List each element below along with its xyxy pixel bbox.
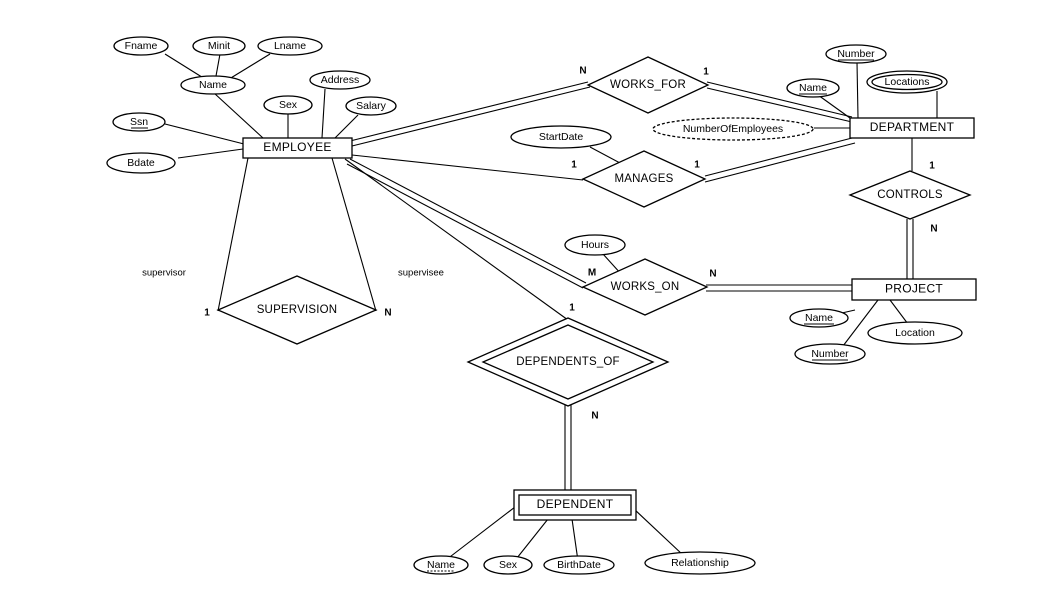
roles: supervisor supervisee — [142, 268, 444, 279]
attr-dept-name: Name — [786, 78, 840, 98]
attr-proj-name-label: Name — [805, 312, 833, 324]
attr-proj-number-label: Number — [811, 348, 849, 360]
card-controls-dept: 1 — [929, 161, 935, 172]
attr-lname-label: Lname — [274, 40, 306, 52]
entity-department: DEPARTMENT — [849, 117, 975, 139]
entity-dependent: DEPENDENT — [513, 489, 637, 521]
attr-dep-name-label: Name — [427, 559, 455, 571]
attr-proj-number: Number — [794, 343, 866, 365]
relationship-connectors — [217, 81, 914, 490]
card-works-on-proj: N — [709, 269, 716, 280]
entity-project-label: PROJECT — [885, 282, 943, 296]
attr-salary-label: Salary — [356, 100, 387, 112]
attr-num-employees: NumberOfEmployees — [652, 117, 814, 141]
rel-works-on: WORKS_ON — [581, 258, 709, 316]
attr-minit: Minit — [192, 36, 246, 56]
attr-birth-date-label: BirthDate — [557, 559, 601, 571]
attr-relationship-label: Relationship — [671, 557, 729, 569]
attr-start-date-label: StartDate — [539, 131, 584, 143]
attr-start-date: StartDate — [510, 125, 612, 149]
attr-bdate-label: Bdate — [127, 157, 155, 169]
rel-works-for: WORKS_FOR — [586, 56, 710, 114]
attr-dept-name-label: Name — [799, 82, 827, 94]
rel-controls-label: CONTROLS — [877, 189, 943, 201]
attr-lname: Lname — [257, 36, 323, 56]
card-works-for-emp: N — [579, 66, 586, 77]
attr-bdate: Bdate — [106, 152, 176, 174]
attr-locations: Locations — [866, 70, 948, 94]
card-dependents-of-emp: 1 — [569, 303, 575, 314]
attr-salary: Salary — [345, 96, 397, 116]
card-works-for-dept: 1 — [703, 67, 709, 78]
rel-works-for-label: WORKS_FOR — [610, 79, 686, 91]
attr-proj-name: Name — [789, 308, 849, 328]
attr-fname-label: Fname — [125, 40, 158, 52]
attr-locations-label: Locations — [885, 76, 930, 88]
role-supervisee: supervisee — [398, 268, 444, 279]
rel-dependents-of-label: DEPENDENTS_OF — [516, 356, 620, 368]
entity-employee-label: EMPLOYEE — [263, 140, 331, 154]
attr-dep-sex-label: Sex — [499, 559, 518, 571]
rel-controls: CONTROLS — [848, 170, 972, 220]
attr-emp-name-label: Name — [199, 79, 227, 91]
attr-ssn: Ssn — [112, 112, 166, 132]
attr-dep-sex: Sex — [483, 555, 533, 575]
rel-manages: MANAGES — [581, 150, 707, 208]
attr-hours-label: Hours — [581, 239, 609, 251]
card-controls-proj: N — [930, 224, 937, 235]
attr-minit-label: Minit — [208, 40, 230, 52]
entities: EMPLOYEE DEPARTMENT PROJECT DEPENDENT — [242, 117, 977, 521]
rel-works-on-label: WORKS_ON — [611, 281, 680, 293]
cardinalities: N 1 1 1 1 N M N 1 N 1 N — [204, 66, 937, 422]
attr-proj-location: Location — [867, 321, 963, 345]
entity-dependent-label: DEPENDENT — [537, 497, 614, 511]
attr-num-employees-label: NumberOfEmployees — [683, 123, 783, 135]
card-manages-emp: 1 — [571, 160, 577, 171]
attr-fname: Fname — [113, 36, 169, 56]
card-supervision-left: 1 — [204, 308, 210, 319]
rel-manages-label: MANAGES — [615, 173, 674, 185]
attr-sex: Sex — [263, 95, 313, 115]
attr-dep-name: Name — [413, 555, 469, 575]
attr-ssn-label: Ssn — [130, 116, 148, 128]
attributes: Fname Minit Lname Name Ssn Sex Address — [106, 36, 963, 575]
attr-emp-name: Name — [180, 75, 246, 95]
attr-dept-number: Number — [825, 44, 887, 64]
attr-relationship: Relationship — [644, 551, 756, 575]
entity-project: PROJECT — [851, 278, 977, 301]
attr-dept-number-label: Number — [837, 48, 875, 60]
attr-address-label: Address — [321, 74, 360, 86]
rel-supervision-label: SUPERVISION — [257, 304, 338, 316]
attr-sex-label: Sex — [279, 99, 298, 111]
attr-proj-location-label: Location — [895, 327, 935, 339]
entity-department-label: DEPARTMENT — [870, 120, 955, 134]
attr-address: Address — [309, 70, 371, 90]
role-supervisor: supervisor — [142, 268, 186, 279]
attribute-connectors — [164, 53, 938, 564]
rel-supervision: SUPERVISION — [216, 275, 378, 345]
card-supervision-right: N — [384, 308, 391, 319]
card-dependents-of-dep: N — [591, 411, 598, 422]
entity-employee: EMPLOYEE — [242, 137, 353, 159]
card-manages-dept: 1 — [694, 160, 700, 171]
attr-hours: Hours — [564, 234, 626, 256]
relationships: WORKS_FOR MANAGES CONTROLS WORKS_ON SUPE… — [216, 56, 972, 407]
attr-birth-date: BirthDate — [543, 555, 615, 575]
rel-dependents-of: DEPENDENTS_OF — [466, 317, 670, 407]
card-works-on-emp: M — [588, 268, 596, 279]
